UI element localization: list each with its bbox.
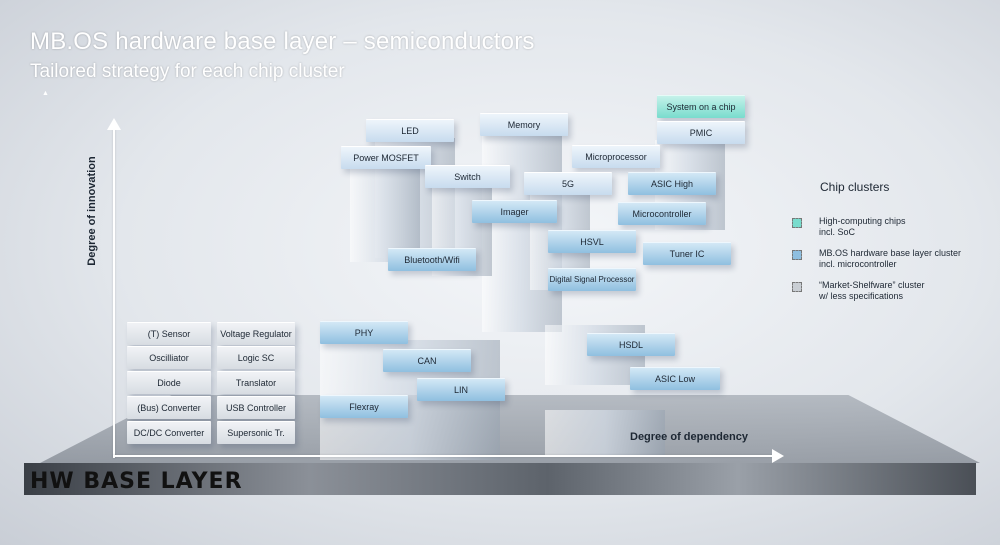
chip-voltage-regulator: Voltage Regulator [217, 322, 295, 345]
chip-usb-controller: USB Controller [217, 396, 295, 419]
legend-swatch-base-layer [792, 250, 802, 260]
pillar [545, 410, 665, 455]
legend-text: MB.OS hardware base layer cluster incl. … [819, 248, 979, 270]
chip-oscilliator: Oscilliator [127, 346, 211, 369]
chip-translator: Translator [217, 371, 295, 394]
chip-tuner-ic: Tuner IC [643, 242, 731, 265]
chip-lin: LIN [417, 378, 505, 401]
legend-line: incl. microcontroller [819, 259, 897, 269]
chip-bus-converter: (Bus) Converter [127, 396, 211, 419]
chip-phy: PHY [320, 321, 408, 344]
base-platform-front [24, 463, 976, 495]
chip-can: CAN [383, 349, 471, 372]
legend-text: “Market-Shelfware” cluster w/ less speci… [819, 280, 979, 302]
legend-line: High-computing chips [819, 216, 906, 226]
chip-bluetooth-wifi: Bluetooth/Wifi [388, 248, 476, 271]
chip-power-mosfet: Power MOSFET [341, 146, 431, 169]
x-axis-arrow-icon [772, 449, 784, 463]
chip-microcontroller: Microcontroller [618, 202, 706, 225]
legend-item-high-computing: High-computing chips incl. SoC [792, 216, 992, 240]
chip-system-on-chip: System on a chip [657, 95, 745, 118]
legend-text: High-computing chips incl. SoC [819, 216, 979, 238]
legend-line: MB.OS hardware base layer cluster [819, 248, 962, 258]
chip-pmic: PMIC [657, 121, 745, 144]
chip-hsvl: HSVL [548, 230, 636, 253]
legend-swatch-high-computing [792, 218, 802, 228]
chip-dcdc-converter: DC/DC Converter [127, 421, 211, 444]
chip-imager: Imager [472, 200, 557, 223]
pillar [350, 162, 420, 262]
legend-line: “Market-Shelfware” cluster [819, 280, 925, 290]
page-subtitle: Tailored strategy for each chip cluster [30, 61, 345, 82]
page-title: MB.OS hardware base layer – semiconducto… [30, 28, 535, 55]
base-layer-label: HW BASE LAYER [30, 469, 243, 494]
legend-line: w/ less specifications [819, 291, 904, 301]
chip-asic-high: ASIC High [628, 172, 716, 195]
x-axis [113, 455, 773, 457]
chip-digital-signal-processor: Digital Signal Processor [548, 268, 636, 291]
chip-hsdl: HSDL [587, 333, 675, 356]
chip-microprocessor: Microprocessor [572, 145, 660, 168]
chip-memory: Memory [480, 113, 568, 136]
legend-title: Chip clusters [820, 180, 890, 194]
chip-diode: Diode [127, 371, 211, 394]
legend-item-base-layer: MB.OS hardware base layer cluster incl. … [792, 248, 992, 272]
y-axis [113, 128, 115, 458]
y-axis-label: Degree of innovation [86, 156, 98, 266]
chip-5g: 5G [524, 172, 612, 195]
chip-led: LED [366, 119, 454, 142]
chip-logic-sc: Logic SC [217, 346, 295, 369]
chip-switch: Switch [425, 165, 510, 188]
chip-flexray: Flexray [320, 395, 408, 418]
chip-t-sensor: (T) Sensor [127, 322, 211, 345]
legend-line: incl. SoC [819, 227, 856, 237]
legend-swatch-shelfware [792, 282, 802, 292]
legend-item-shelfware: “Market-Shelfware” cluster w/ less speci… [792, 280, 992, 304]
chip-asic-low: ASIC Low [630, 367, 720, 390]
y-axis-arrow-icon [107, 118, 121, 130]
chip-supersonic: Supersonic Tr. [217, 421, 295, 444]
x-axis-label: Degree of dependency [630, 431, 748, 443]
small-triangle-icon: ▲ [42, 90, 49, 97]
